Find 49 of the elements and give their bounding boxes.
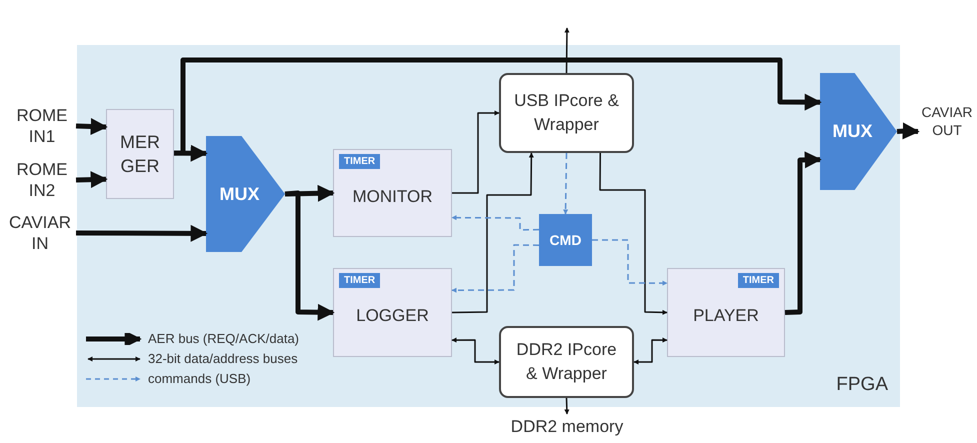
box-label: DDR2 IPcore & Wrapper [515, 339, 618, 385]
box-label: USB IPcore & Wrapper [513, 90, 620, 136]
command-arrow [563, 152, 568, 214]
port-label: ROME IN1 [16, 105, 68, 147]
bus-arrow [784, 151, 822, 315]
port-label: CAVIAR IN [8, 212, 72, 254]
mux-label: MUX [832, 120, 874, 143]
port-label: CAVIAR OUT [920, 103, 974, 139]
bus-arrow [174, 58, 822, 156]
merger-box [106, 109, 174, 199]
module-label: MONITOR [352, 186, 434, 208]
module-box [667, 268, 785, 357]
command-arrow [452, 244, 539, 293]
data-arrow [452, 338, 500, 365]
legend-text: AER bus (REQ/ACK/data) [148, 330, 299, 348]
command-block [539, 214, 592, 266]
fpga-panel [77, 45, 900, 407]
legend-text: 32-bit data/address buses [148, 350, 298, 368]
ipcore-box [499, 73, 634, 153]
port-label: ROME IN2 [16, 159, 68, 201]
port-label: DDR2 memory [510, 416, 624, 436]
data-arrow [452, 152, 534, 314]
panel-label: FPGA [836, 372, 888, 396]
bus-arrow [896, 122, 920, 140]
data-arrow [634, 338, 668, 365]
data-arrow [564, 398, 570, 414]
bus-arrow [76, 118, 108, 135]
box-label: MER GER [119, 131, 161, 178]
block-label: CMD [550, 230, 582, 250]
command-arrow [452, 215, 540, 231]
mux-label: MUX [220, 182, 260, 206]
bus-arrow [284, 190, 335, 321]
timer-badge: TIMER [339, 273, 380, 288]
command-arrow [592, 239, 668, 286]
module-box [333, 149, 452, 237]
data-arrow [599, 153, 668, 315]
legend-text: commands (USB) [148, 370, 251, 388]
bus-arrow [76, 171, 108, 188]
multiplexer-shape [206, 136, 285, 252]
module-label: LOGGER [355, 305, 430, 327]
module-label: PLAYER [692, 305, 760, 327]
ipcore-box [499, 326, 634, 398]
timer-badge: TIMER [738, 273, 779, 288]
bus-arrow [76, 224, 208, 242]
timer-badge: TIMER [339, 154, 380, 169]
multiplexer-shape [820, 73, 897, 190]
data-arrow [452, 110, 500, 194]
data-arrow [564, 28, 570, 73]
module-box [333, 268, 452, 357]
